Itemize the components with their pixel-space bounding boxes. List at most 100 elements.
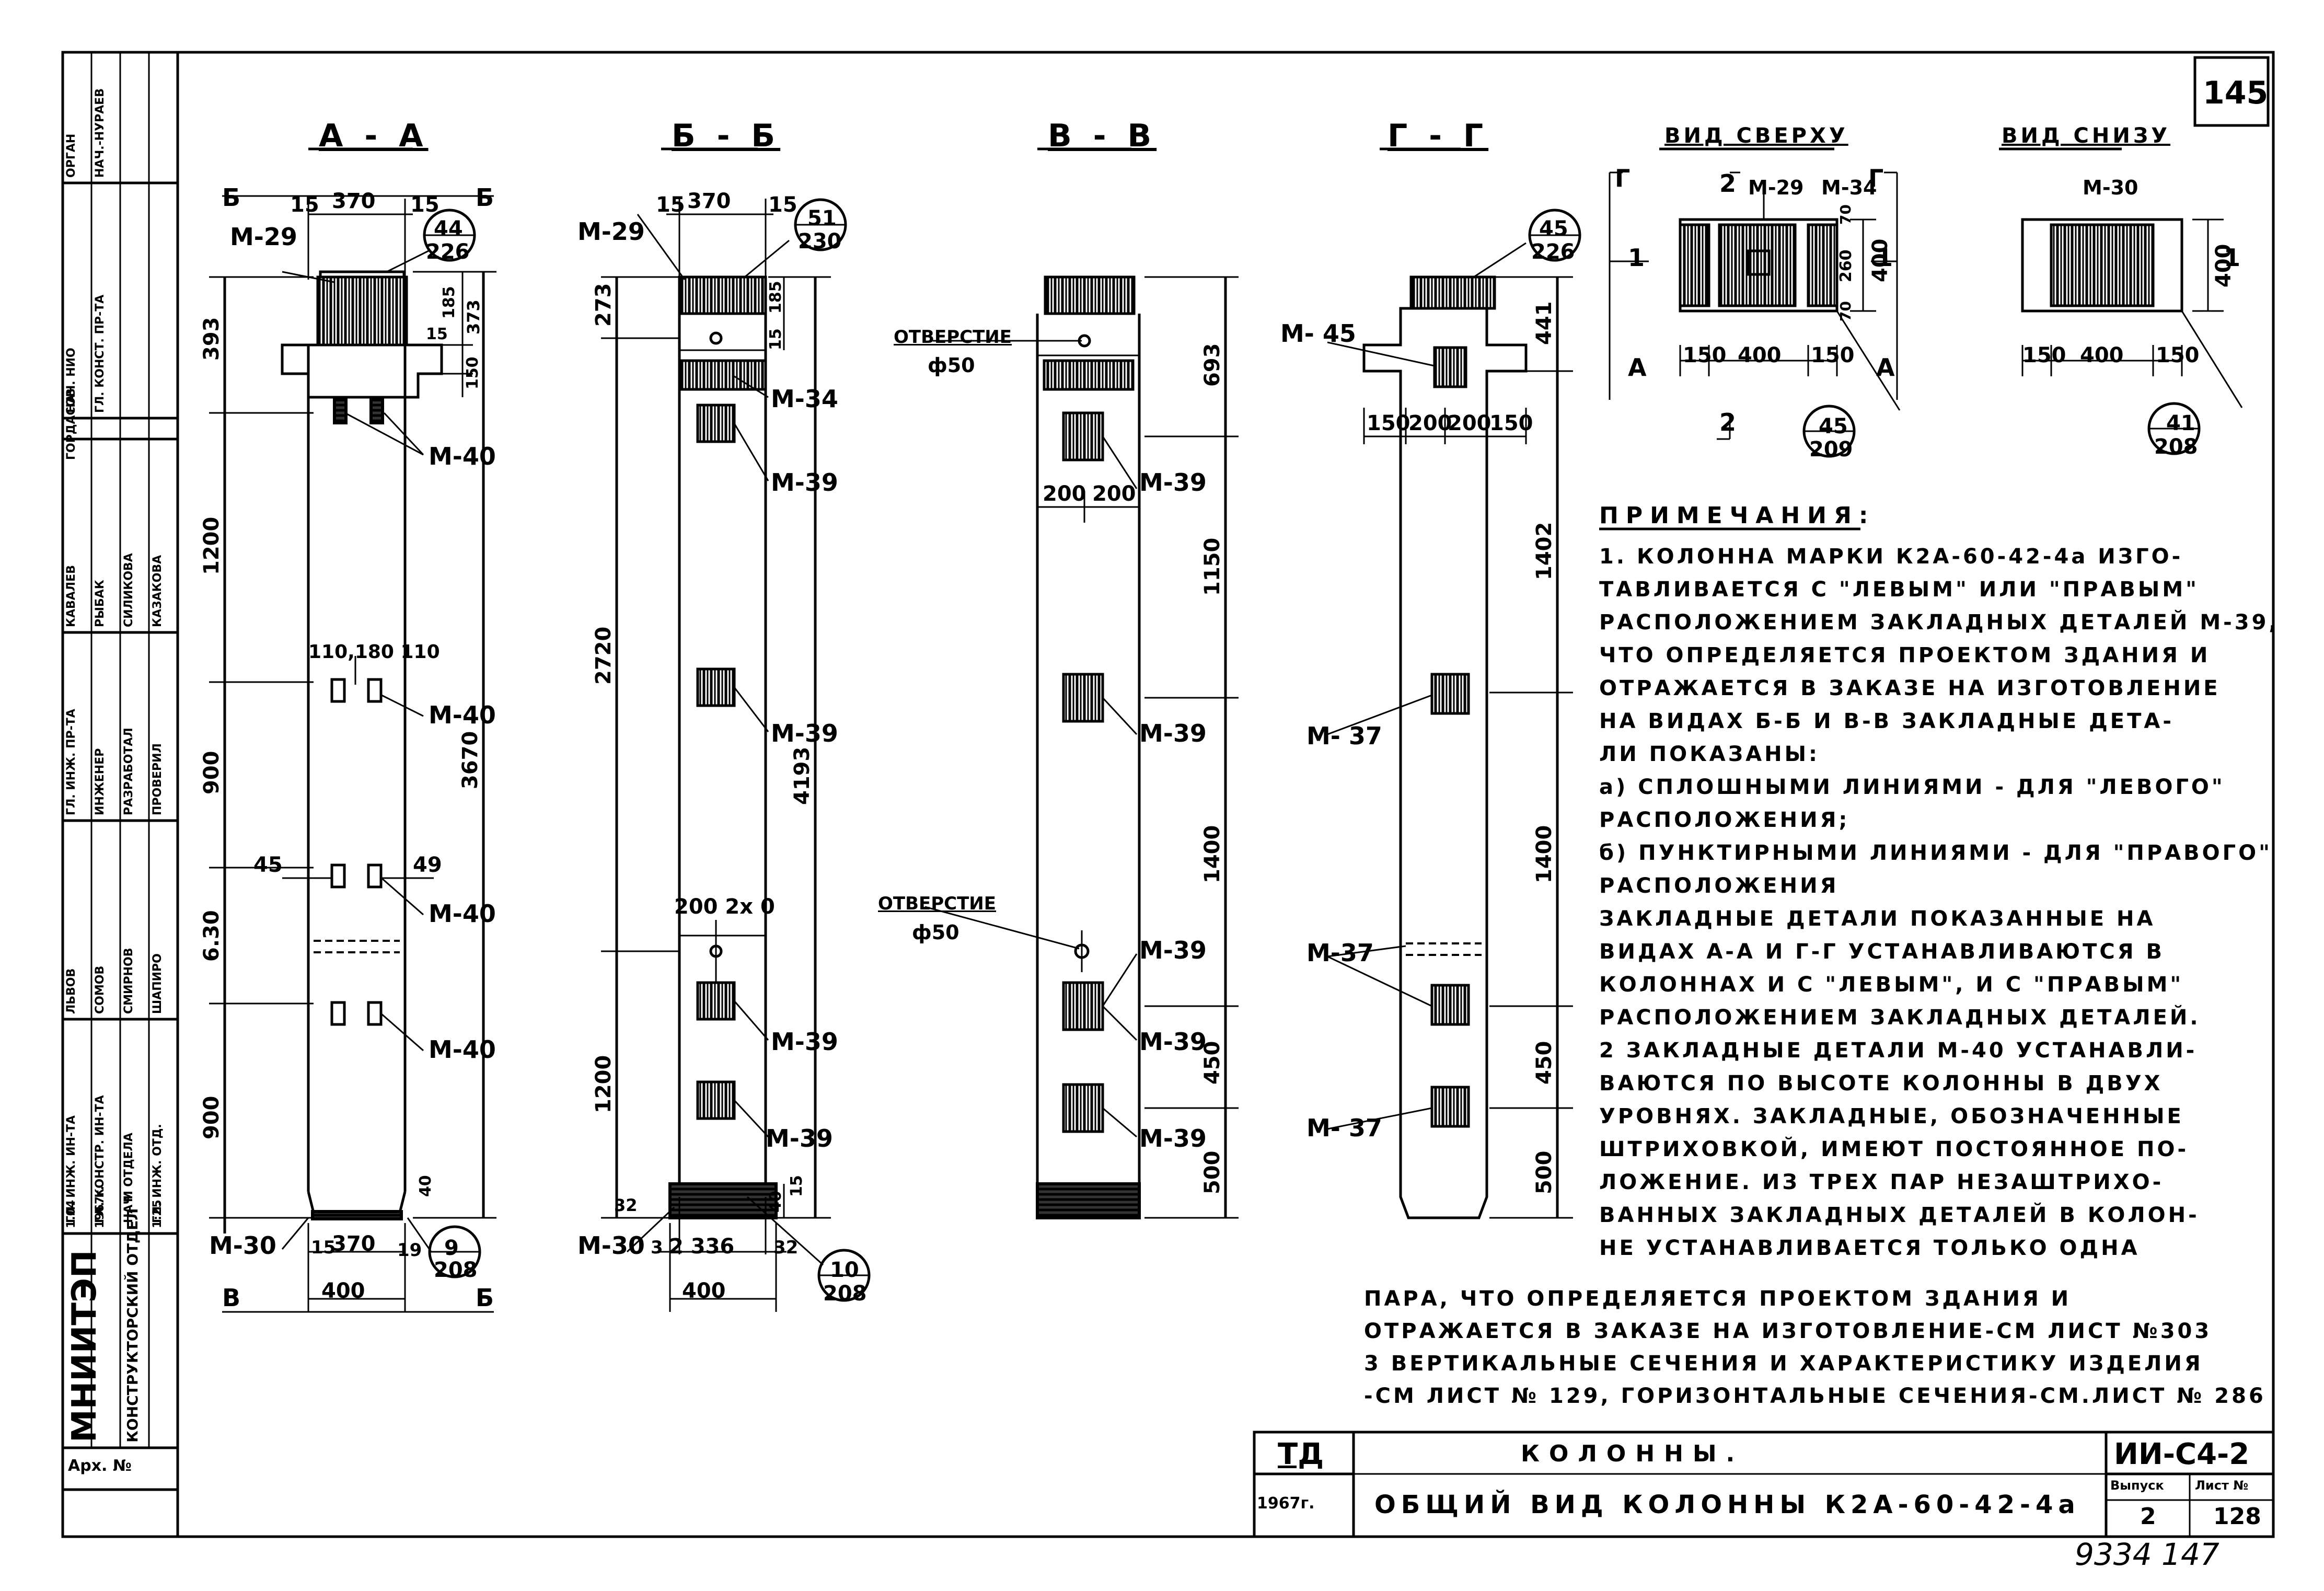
mark-m40-aa-1: М-40 bbox=[429, 442, 496, 470]
dim-bb-2720: 2720 bbox=[592, 626, 616, 685]
dim-aa-bottom-19: 19 bbox=[397, 1240, 422, 1261]
stamp-cell: КАВАЛЕВ bbox=[65, 565, 78, 627]
circle-top-45-top: 45 bbox=[1819, 414, 1848, 439]
view-gg-drawing bbox=[1327, 147, 1581, 1219]
mark-m29-aa: М-29 bbox=[230, 223, 297, 251]
dim-aa-185: 185 bbox=[440, 286, 458, 319]
stamp-cell: ГЛ. ИНЖ. ИН-ТА bbox=[65, 1115, 78, 1223]
mark-m45-gg: М- 45 bbox=[1280, 319, 1356, 348]
note-line: 1. КОЛОННА МАРКИ К2А-60-42-4а ИЗГО- bbox=[1599, 545, 2183, 569]
stamp-cell: РАЗРАБОТАЛ bbox=[122, 728, 135, 815]
dim-aa-bottom-40: 40 bbox=[417, 1175, 435, 1197]
dim-top-260: 260 bbox=[1837, 249, 1855, 282]
stamp-dept: КОНСТРУКТОРСКИЙ ОТДЕЛ bbox=[124, 1208, 141, 1443]
section-mark-1-left: 1 bbox=[1628, 244, 1645, 272]
stamp-cell: ПРОВЕРИЛ bbox=[151, 743, 164, 815]
dim-aa-370: 370 bbox=[332, 189, 376, 213]
title-block-grid bbox=[1253, 1431, 2275, 1538]
dim-bb-370: 370 bbox=[687, 189, 731, 213]
dim-bb-400: 400 bbox=[682, 1279, 726, 1303]
dim-gg-500: 500 bbox=[1532, 1150, 1556, 1195]
mark-m39-vv-5: М-39 bbox=[1139, 1124, 1207, 1152]
note-line: НА ВИДАХ Б-Б И В-В ЗАКЛАДНЫЕ ДЕТА- bbox=[1599, 709, 2174, 733]
note-line: ВАЮТСЯ ПО ВЫСОТЕ КОЛОННЫ В ДВУХ bbox=[1599, 1071, 2163, 1096]
note-line: ЧТО ОПРЕДЕЛЯЕТСЯ ПРОЕКТОМ ЗДАНИЯ И bbox=[1599, 643, 2211, 667]
dim-aa-49: 49 bbox=[413, 853, 442, 877]
note-line: КОЛОННАХ И С "ЛЕВЫМ", И С "ПРАВЫМ" bbox=[1599, 973, 2184, 997]
view-top-drawing bbox=[1609, 147, 1901, 458]
stamp-cell: КАЗАКОВА bbox=[151, 555, 164, 627]
mark-m37-gg-2: М-37 bbox=[1306, 939, 1374, 967]
sheet-number: 145 bbox=[2203, 75, 2269, 111]
stamp-cell-top: ОРГАН bbox=[65, 133, 78, 178]
section-mark-b-right: Б bbox=[476, 183, 494, 212]
dim-gg-150b: 150 bbox=[1489, 411, 1533, 435]
circle-bb-10-bottom: 208 bbox=[823, 1282, 867, 1306]
note-line-wide: 3 ВЕРТИКАЛЬНЫЕ СЕЧЕНИЯ И ХАРАКТЕРИСТИКУ … bbox=[1364, 1352, 2203, 1376]
stamp-cell-upper: ГЛ. КОНСТ. ПР-ТА bbox=[94, 294, 107, 413]
stamp-cell: ИНЖЕНЕР bbox=[94, 748, 107, 815]
note-line: РАСПОЛОЖЕНИЯ; bbox=[1599, 808, 1850, 832]
title-name2: ОБЩИЙ ВИД КОЛОННЫ К2А-60-42-4а bbox=[1374, 1490, 2080, 1519]
dim-aa-15: 15 bbox=[290, 193, 319, 217]
circle-gg-45-bottom: 226 bbox=[1531, 240, 1575, 264]
circle-bottomview-41-bottom: 208 bbox=[2154, 435, 2198, 459]
mark-m37-gg-1: М- 37 bbox=[1306, 722, 1382, 750]
dim-top-150b: 150 bbox=[1811, 343, 1855, 367]
dim-vv-1400: 1400 bbox=[1200, 825, 1224, 883]
dim-aa-bottom-400: 400 bbox=[321, 1279, 365, 1303]
note-line: а) СПЛОШНЫМИ ЛИНИЯМИ - ДЛЯ "ЛЕВОГО" bbox=[1599, 775, 2225, 799]
dim-bb-32b: 32 bbox=[773, 1237, 799, 1258]
circle-bb-51-top: 51 bbox=[807, 206, 837, 230]
section-mark-b-bottom: Б bbox=[476, 1284, 494, 1312]
section-mark-a-right: А bbox=[1876, 353, 1895, 382]
stamp-cell: ГЛ. КОНСТР. ИН-ТА bbox=[94, 1095, 107, 1223]
circle-aa-44-bottom: 226 bbox=[426, 240, 470, 264]
mark-m39-vv-4: М-39 bbox=[1139, 1028, 1207, 1056]
mark-m39-bb-1: М-39 bbox=[771, 468, 838, 497]
mark-m40-aa-4: М-40 bbox=[429, 1035, 496, 1064]
dim-vv-1150: 1150 bbox=[1200, 537, 1224, 596]
note-line: б) ПУНКТИРНЫМИ ЛИНИЯМИ - ДЛЯ "ПРАВОГО" bbox=[1599, 841, 2273, 865]
hole-dia-top: ф50 bbox=[928, 354, 975, 377]
dim-aa-630: 6.30 bbox=[200, 910, 224, 962]
stamp-cell: ШАПИРО bbox=[151, 953, 164, 1014]
dim-aa-1200: 1200 bbox=[200, 516, 224, 575]
hole-label-top: ОТВЕРСТИЕ bbox=[894, 327, 1012, 348]
dim-aa-15c: 15 bbox=[426, 325, 448, 343]
view-vv-drawing bbox=[924, 147, 1239, 1219]
title-sheet: 128 bbox=[2213, 1503, 2261, 1530]
note-line: ВАННЫХ ЗАКЛАДНЫХ ДЕТАЛЕЙ В КОЛОН- bbox=[1599, 1203, 2200, 1227]
stamp-cell: СОМОВ bbox=[94, 965, 107, 1014]
mark-m39-vv-3: М-39 bbox=[1139, 936, 1207, 964]
notes-heading: ПРИМЕЧАНИЯ: bbox=[1599, 502, 1876, 529]
note-line: НЕ УСТАНАВЛИВАЕТСЯ ТОЛЬКО ОДНА bbox=[1599, 1236, 2140, 1260]
dim-top-70: 70 bbox=[1837, 204, 1854, 225]
dim-aa-150: 150 bbox=[464, 356, 482, 389]
stamp-cell-top: НАЧ.-НУРАЕВ bbox=[94, 88, 107, 178]
dim-bb-336: 2 336 bbox=[669, 1235, 735, 1259]
dim-bb-40: 40 bbox=[767, 1191, 785, 1213]
mark-m40-aa-2: М-40 bbox=[429, 701, 496, 729]
section-mark-g-right: Г bbox=[1868, 164, 1884, 192]
stamp-cell: СИЛИКОВА bbox=[122, 553, 135, 627]
section-mark-g-left: Г bbox=[1615, 164, 1631, 192]
dim-aa-45: 45 bbox=[253, 853, 283, 877]
dim-bb-15b: 15 bbox=[768, 193, 797, 217]
title-td: ТД bbox=[1278, 1437, 1324, 1471]
note-line-wide: ОТРАЖАЕТСЯ В ЗАКАЗЕ НА ИЗГОТОВЛЕНИЕ-СМ Л… bbox=[1364, 1319, 2212, 1343]
view-bottom-title: ВИД СНИЗУ bbox=[2002, 124, 2171, 148]
hole-dia-bottom: ф50 bbox=[912, 921, 959, 944]
dim-aa-373: 373 bbox=[464, 299, 483, 335]
mark-m34-top: М-34 bbox=[1821, 176, 1877, 199]
dim-top-400v: 400 bbox=[1868, 238, 1892, 283]
dim-bb-15: 15 bbox=[656, 193, 685, 217]
mark-m29-top: М-29 bbox=[1748, 176, 1804, 199]
note-line: РАСПОЛОЖЕНИЕМ ЗАКЛАДНЫХ ДЕТАЛЕЙ. bbox=[1599, 1006, 2201, 1030]
dim-bb-1200: 1200 bbox=[592, 1055, 616, 1113]
circle-aa-9-bottom: 208 bbox=[434, 1258, 478, 1282]
view-aa-drawing bbox=[209, 147, 496, 1313]
dim-aa-900b: 900 bbox=[200, 1096, 224, 1140]
mark-m30-bottomview: М-30 bbox=[2083, 176, 2138, 199]
dim-vv-500: 500 bbox=[1200, 1150, 1224, 1195]
